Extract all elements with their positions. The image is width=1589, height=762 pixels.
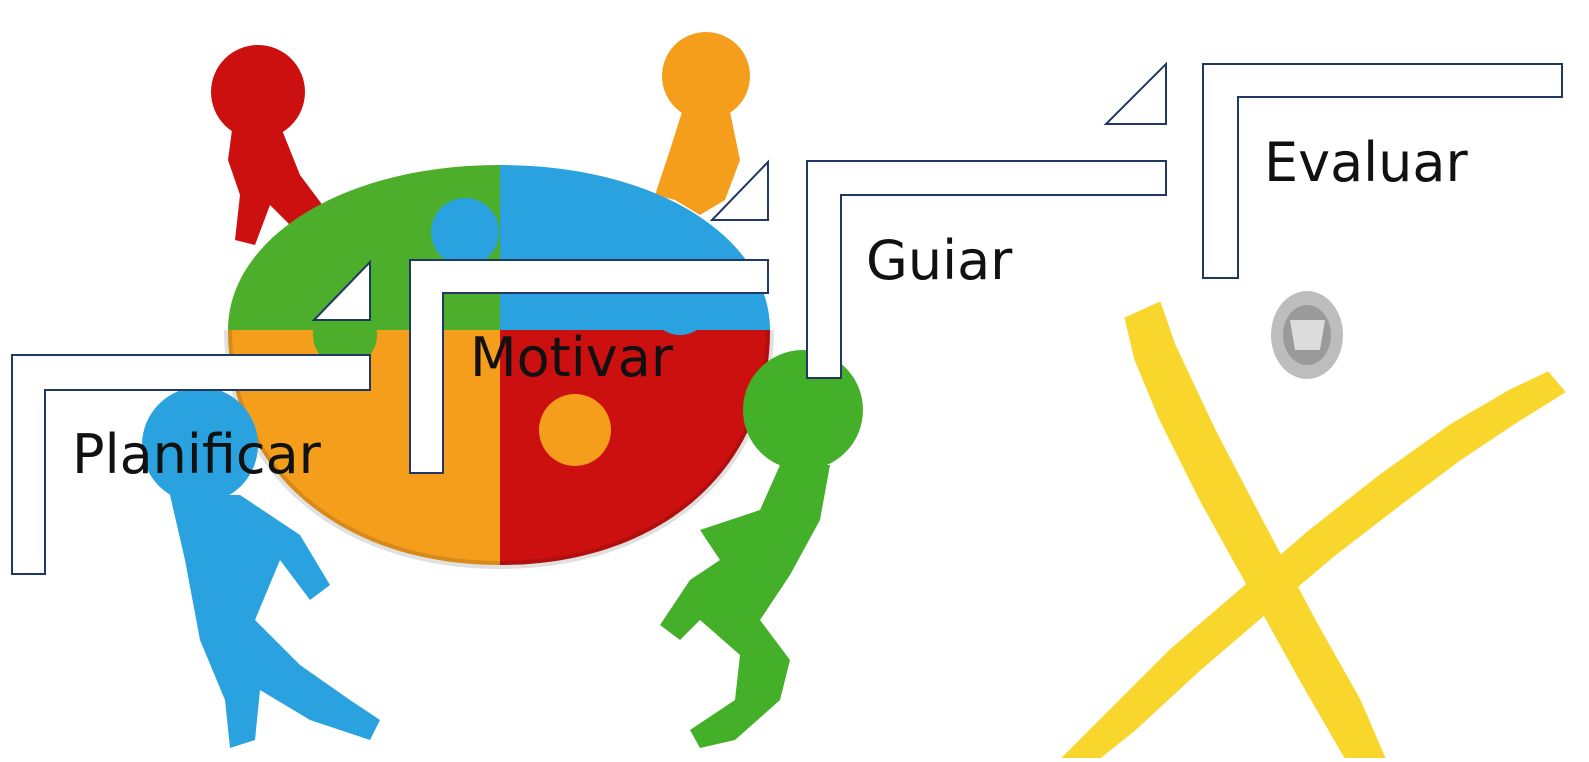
- step-label-motivar: Motivar: [470, 326, 674, 389]
- step-label-planificar: Planificar: [72, 423, 321, 486]
- blue-figure: [142, 387, 380, 748]
- orange-figure: [655, 32, 750, 215]
- step-planificar-shape: [11, 259, 371, 575]
- yellow-cross-mark: [1060, 301, 1566, 759]
- gray-emblem-icon: [1271, 291, 1343, 379]
- step-label-guiar: Guiar: [866, 229, 1013, 292]
- step-label-evaluar: Evaluar: [1264, 131, 1468, 194]
- step-guiar-shape: [806, 61, 1167, 379]
- green-figure: [660, 350, 863, 748]
- step-evaluar-shape: [1202, 63, 1563, 279]
- step-motivar-shape: [409, 159, 769, 474]
